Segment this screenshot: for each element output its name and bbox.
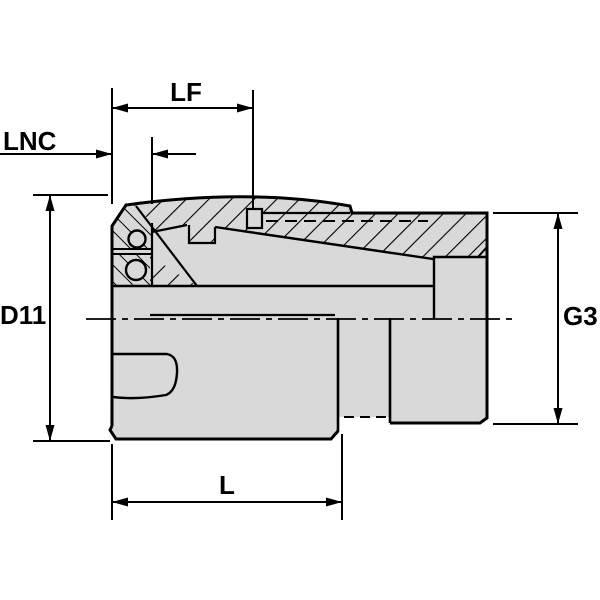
dimension-lf [111,88,254,209]
lnc-dimension-label: LNC [3,126,57,156]
section-hatch-nut-body [126,197,487,259]
d11-arrow-up [45,195,55,211]
thread-relief-groove [187,225,217,245]
dimension-d11 [33,194,110,442]
rear-counterbore-lines [432,255,487,319]
d11-dimension-label: D11 [0,300,46,330]
collet-taper-line [214,225,434,261]
l-arrow-left [112,497,128,507]
part-silhouette [110,196,487,439]
lf-arrow-right [237,103,253,113]
dimension-l [111,434,343,520]
section-hatch-wedge [150,256,197,286]
l-dimension-label: L [219,470,235,500]
spanner-slot [112,352,179,400]
taper-land-line [151,223,188,234]
bearing-ball-lower [124,258,148,282]
bearing-joint-line [135,205,198,287]
g3-dimension-label: G3 [563,301,598,331]
lnc-arrow-right-pointing [96,149,112,159]
bearing-ball-upper [127,229,147,249]
cap-step-lines [112,248,152,255]
g3-arrow-down [553,408,563,424]
part-outline [108,195,489,441]
dimension-lnc [0,137,196,204]
dimension-g3 [493,212,578,425]
d11-arrow-down [45,425,55,441]
lf-arrow-left [112,103,128,113]
lnc-arrow-left-pointing [152,149,168,159]
top-slot-detail [245,207,264,230]
lf-dimension-label: LF [170,77,202,107]
l-arrow-right [326,497,342,507]
g3-arrow-up [553,213,563,229]
